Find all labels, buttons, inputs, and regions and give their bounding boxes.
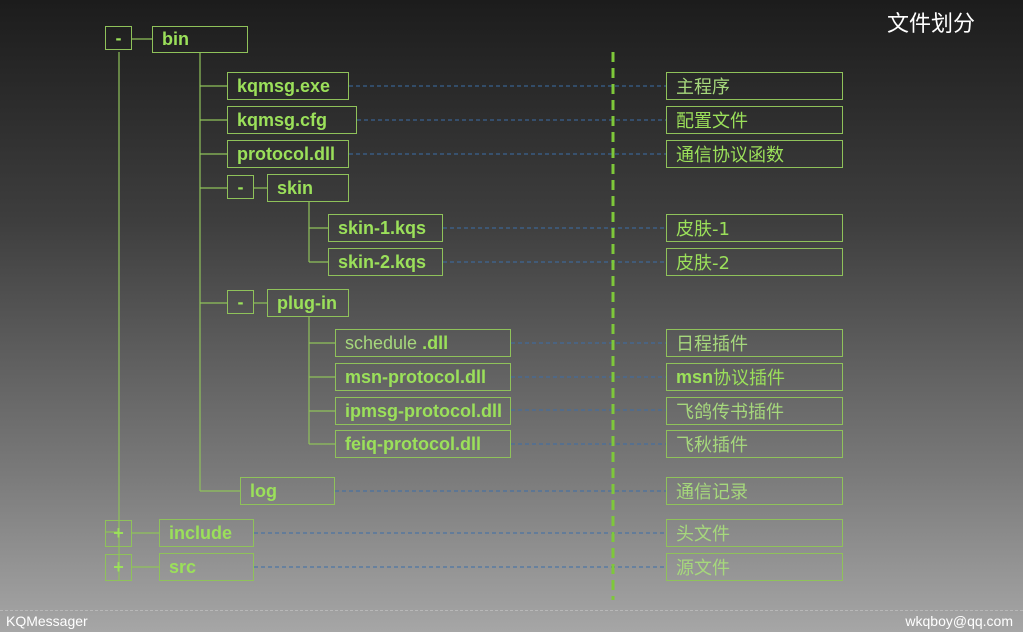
desc-msn-prefix: msn	[676, 366, 714, 387]
page-title: 文件划分	[886, 12, 975, 37]
desc-main-program: 主程序	[666, 72, 843, 100]
desc-skin-1: 皮肤-1	[666, 214, 843, 242]
plugin-toggle[interactable]: -	[227, 290, 254, 314]
folder-include[interactable]: include	[159, 519, 254, 547]
folder-bin[interactable]: bin	[152, 26, 248, 53]
desc-config-file: 配置文件	[666, 106, 843, 134]
desc-ipmsg-plugin: 飞鸽传书插件	[666, 397, 843, 425]
file-kqmsg-cfg[interactable]: kqmsg.cfg	[227, 106, 357, 134]
file-schedule-name: schedule	[345, 332, 418, 353]
src-toggle[interactable]: +	[105, 554, 132, 581]
footer-email: wkqboy@qq.com	[905, 613, 1013, 629]
folder-log[interactable]: log	[240, 477, 335, 505]
file-feiq-protocol-dll[interactable]: feiq-protocol.dll	[335, 430, 511, 458]
file-schedule-dll[interactable]: schedule .dll	[335, 329, 511, 357]
desc-skin-2: 皮肤-2	[666, 248, 843, 276]
desc-protocol-functions: 通信协议函数	[666, 140, 843, 168]
desc-msn-suffix: 协议插件	[713, 368, 786, 389]
footer-app-name: KQMessager	[6, 613, 88, 629]
desc-include: 头文件	[666, 519, 843, 547]
file-schedule-ext: .dll	[422, 332, 449, 353]
file-skin-1[interactable]: skin-1.kqs	[328, 214, 443, 242]
file-protocol-dll[interactable]: protocol.dll	[227, 140, 349, 168]
folder-plugin[interactable]: plug-in	[267, 289, 349, 317]
desc-schedule-plugin: 日程插件	[666, 329, 843, 357]
folder-skin[interactable]: skin	[267, 174, 349, 202]
file-msn-protocol-dll[interactable]: msn-protocol.dll	[335, 363, 511, 391]
desc-feiq-plugin: 飞秋插件	[666, 430, 843, 458]
skin-toggle[interactable]: -	[227, 175, 254, 199]
file-skin-2[interactable]: skin-2.kqs	[328, 248, 443, 276]
footer-divider	[0, 610, 1023, 611]
include-toggle[interactable]: +	[105, 520, 132, 547]
desc-src: 源文件	[666, 553, 843, 581]
bin-toggle[interactable]: -	[105, 26, 132, 50]
desc-log: 通信记录	[666, 477, 843, 505]
file-ipmsg-protocol-dll[interactable]: ipmsg-protocol.dll	[335, 397, 511, 425]
folder-src[interactable]: src	[159, 553, 254, 581]
file-kqmsg-exe[interactable]: kqmsg.exe	[227, 72, 349, 100]
